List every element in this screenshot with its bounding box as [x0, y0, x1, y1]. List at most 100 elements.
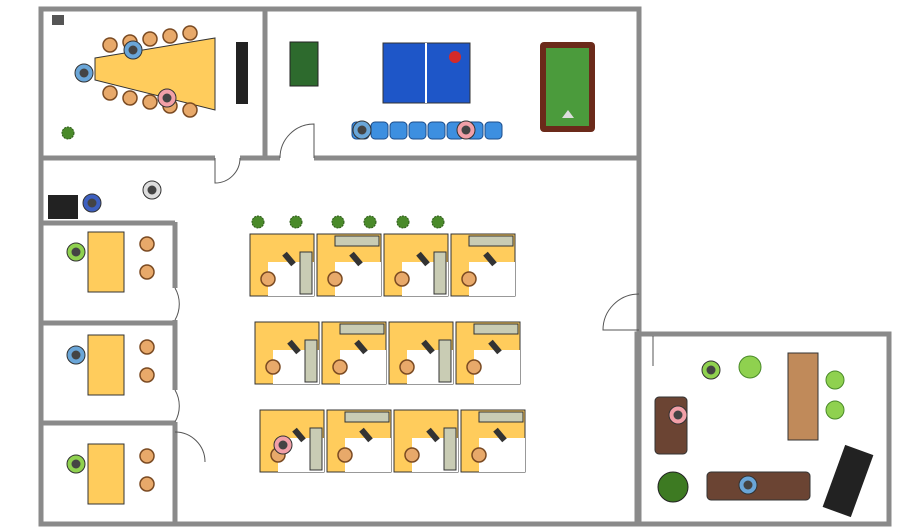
plant-icon	[431, 215, 445, 229]
person-head	[71, 459, 81, 469]
cubicle	[259, 409, 325, 473]
partition-panel	[468, 235, 514, 247]
cubicle	[455, 321, 521, 385]
door-conference[interactable]	[214, 157, 241, 184]
partition-panel	[339, 323, 385, 335]
bench-seat	[408, 121, 427, 140]
plant-icon	[396, 215, 410, 229]
chair-icon	[139, 339, 155, 355]
door-office-1[interactable]	[174, 287, 180, 321]
outer-wall-lounge	[634, 331, 892, 527]
chair-icon	[122, 90, 138, 106]
bench-seat	[370, 121, 389, 140]
bench-seat	[427, 121, 446, 140]
plant-icon	[251, 215, 265, 229]
person-icon	[668, 405, 688, 425]
cubicle	[393, 409, 459, 473]
office-chair-icon	[260, 271, 276, 287]
person-head	[79, 68, 89, 78]
partition-panel	[443, 427, 457, 471]
computer-icon	[416, 251, 430, 267]
partition-panel	[433, 251, 447, 295]
armchair-icon	[825, 370, 845, 390]
office-desk	[87, 443, 125, 505]
door-office-2[interactable]	[174, 389, 180, 423]
person-head	[147, 185, 157, 195]
cubicle	[254, 321, 320, 385]
person-icon	[142, 180, 162, 200]
office-chair-icon	[394, 271, 410, 287]
pool-balls	[562, 110, 574, 118]
chair-icon	[102, 37, 118, 53]
cubicle	[383, 233, 449, 297]
person-icon	[74, 63, 94, 83]
door-game-room[interactable]	[279, 123, 315, 159]
cubicle	[450, 233, 516, 297]
partition-panel	[473, 323, 519, 335]
person-icon	[66, 345, 86, 365]
speaker-icon	[52, 15, 64, 25]
chair-icon	[139, 264, 155, 280]
cubicle	[388, 321, 454, 385]
bench-seat	[389, 121, 408, 140]
office-chair-icon	[337, 447, 353, 463]
person-head	[743, 480, 753, 490]
partition-panel	[478, 411, 524, 423]
armchair-icon	[825, 400, 845, 420]
chair-icon	[139, 236, 155, 252]
cubicle	[460, 409, 526, 473]
cabinet	[787, 352, 819, 441]
foosball-table	[289, 41, 319, 87]
person-icon	[66, 454, 86, 474]
person-icon	[738, 475, 758, 495]
office-chair-icon	[399, 359, 415, 375]
person-head	[461, 125, 471, 135]
door-lounge[interactable]	[602, 293, 640, 331]
armchair-icon	[738, 355, 762, 379]
computer-icon	[292, 427, 306, 443]
plant-icon	[331, 215, 345, 229]
office-chair-icon	[327, 271, 343, 287]
person-head	[162, 93, 172, 103]
chair-icon	[102, 85, 118, 101]
cubicle	[326, 409, 392, 473]
chair-icon	[182, 25, 198, 41]
person-head	[673, 410, 683, 420]
bench-seat	[484, 121, 503, 140]
person-head	[278, 440, 288, 450]
partition-panel	[334, 235, 380, 247]
partition-panel	[438, 339, 452, 383]
partition-panel	[309, 427, 323, 471]
person-head	[706, 365, 716, 375]
conference-table	[94, 37, 216, 111]
person-head	[128, 45, 138, 55]
computer-icon	[483, 251, 497, 267]
computer-icon	[359, 427, 373, 443]
chair-icon	[162, 28, 178, 44]
door-office-3[interactable]	[174, 431, 206, 463]
computer-icon	[421, 339, 435, 355]
person-head	[357, 125, 367, 135]
tv-icon	[822, 444, 874, 518]
person-icon	[66, 242, 86, 262]
chair-icon	[139, 448, 155, 464]
cubicle	[321, 321, 387, 385]
computer-icon	[426, 427, 440, 443]
flower-plant-icon	[657, 471, 689, 503]
partition-panel	[299, 251, 313, 295]
monitor-icon	[236, 42, 248, 104]
office-chair-icon	[404, 447, 420, 463]
walls	[38, 6, 892, 527]
sofa-vertical	[654, 396, 688, 455]
chair-icon	[182, 102, 198, 118]
cubicle	[316, 233, 382, 297]
person-icon	[82, 193, 102, 213]
office-chair-icon	[461, 271, 477, 287]
computer-icon	[282, 251, 296, 267]
computer-icon	[287, 339, 301, 355]
office-chair-icon	[471, 447, 487, 463]
computer-icon	[493, 427, 507, 443]
office-chair-icon	[332, 359, 348, 375]
office-desk	[87, 334, 125, 396]
